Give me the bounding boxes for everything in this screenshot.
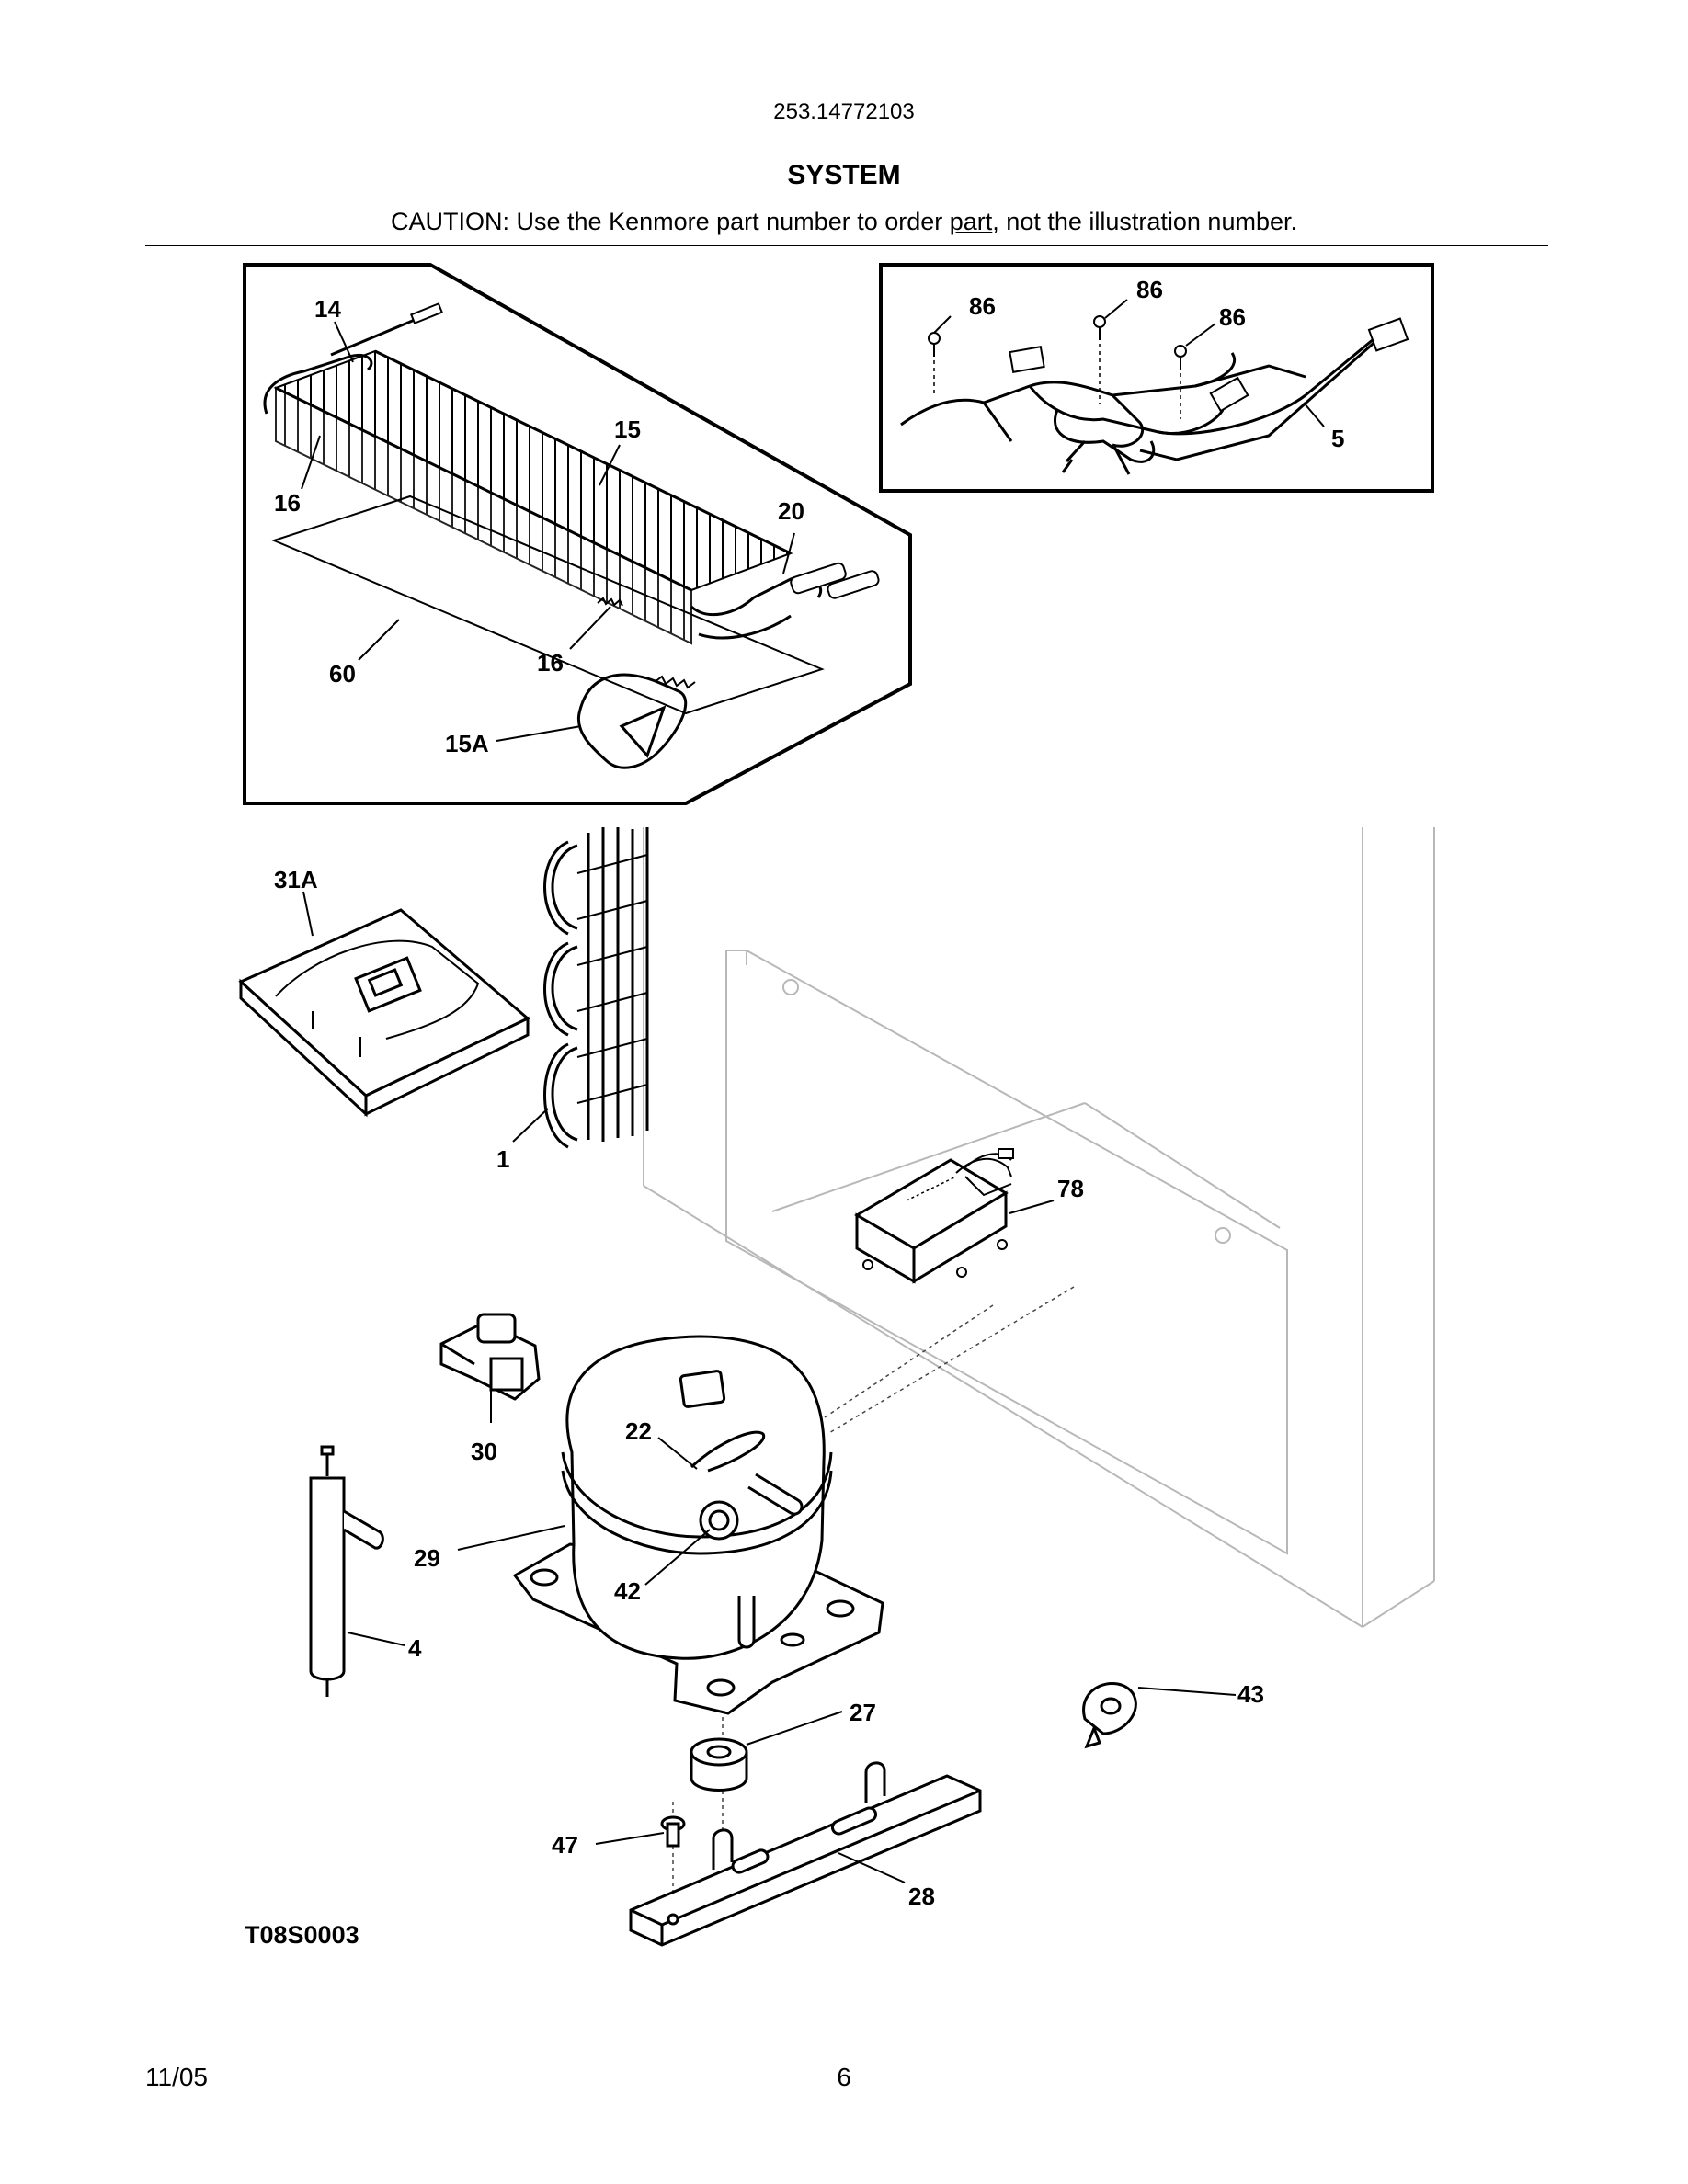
drier-callouts: 4 xyxy=(347,1632,422,1662)
page-number: 6 xyxy=(837,2063,851,2091)
callout-43: 43 xyxy=(1237,1680,1264,1708)
callout-78: 78 xyxy=(1057,1175,1084,1202)
model-number: 253.14772103 xyxy=(773,99,915,124)
clamp-illustration xyxy=(1082,1682,1137,1749)
callout-5: 5 xyxy=(1331,425,1344,452)
bolt-illustration xyxy=(660,1815,686,1848)
control-box-illustration xyxy=(854,1148,1014,1284)
compressor-callouts: 22 29 42 xyxy=(414,1417,711,1605)
callout-14: 14 xyxy=(314,295,341,323)
callout-86-middle: 86 xyxy=(1136,276,1163,303)
footer-date: 11/05 xyxy=(145,2063,208,2091)
caution-suffix: , not the illustration number. xyxy=(992,208,1297,235)
bolt-callouts: 47 xyxy=(552,1831,665,1859)
callout-16-top: 16 xyxy=(274,489,301,517)
evaporator-illustration xyxy=(263,302,880,769)
cabinet-outline xyxy=(643,827,1435,1628)
control-box-callouts: 78 xyxy=(1009,1175,1084,1214)
callout-27: 27 xyxy=(850,1699,876,1726)
condenser-coil-illustration xyxy=(543,827,649,1149)
clamp-callouts: 43 xyxy=(1137,1680,1264,1708)
drain-pan-illustration xyxy=(238,908,530,1118)
harness-callouts: 86 86 86 5 xyxy=(933,276,1344,452)
drain-pan-callouts: 31A xyxy=(274,866,318,937)
caution-note: CAUTION: Use the Kenmore part number to … xyxy=(0,208,1688,236)
wire-harness-illustration xyxy=(900,315,1409,475)
callout-28: 28 xyxy=(908,1883,935,1910)
callout-16-bottom: 16 xyxy=(537,649,564,677)
mounting-rail-illustration xyxy=(629,1761,982,1947)
callout-60: 60 xyxy=(329,660,356,688)
compressor-illustration xyxy=(512,1335,884,1715)
callout-86-right: 86 xyxy=(1219,303,1246,331)
callout-29: 29 xyxy=(414,1544,440,1572)
callout-22: 22 xyxy=(625,1417,652,1445)
relay-callouts: 30 xyxy=(471,1390,497,1465)
callout-4: 4 xyxy=(408,1634,422,1662)
header-rule xyxy=(145,245,1548,246)
callout-86-left: 86 xyxy=(969,292,996,320)
start-relay-illustration xyxy=(439,1313,541,1401)
callout-42: 42 xyxy=(614,1577,641,1605)
callout-1: 1 xyxy=(496,1145,509,1173)
caution-prefix: CAUTION: Use the Kenmore part number to … xyxy=(391,208,950,235)
grommet-callouts: 27 xyxy=(746,1699,876,1746)
harness-panel xyxy=(879,263,1434,493)
evaporator-panel xyxy=(243,263,912,805)
caution-link: part xyxy=(949,208,993,235)
callout-20: 20 xyxy=(778,497,804,525)
condenser-callouts: 1 xyxy=(496,1108,549,1173)
callout-15A: 15A xyxy=(445,730,489,757)
illustration-code: T08S0003 xyxy=(245,1921,359,1949)
rail-callouts: 28 xyxy=(838,1852,935,1910)
grommet-illustration xyxy=(690,1737,748,1792)
callout-15: 15 xyxy=(614,415,641,443)
callout-47: 47 xyxy=(552,1831,578,1859)
page-title: SYSTEM xyxy=(787,160,901,190)
drier-illustration xyxy=(309,1445,384,1697)
evaporator-callouts: 14 15 16 20 60 16 15A xyxy=(274,295,804,757)
callout-30: 30 xyxy=(471,1438,497,1465)
callout-31A: 31A xyxy=(274,866,318,893)
